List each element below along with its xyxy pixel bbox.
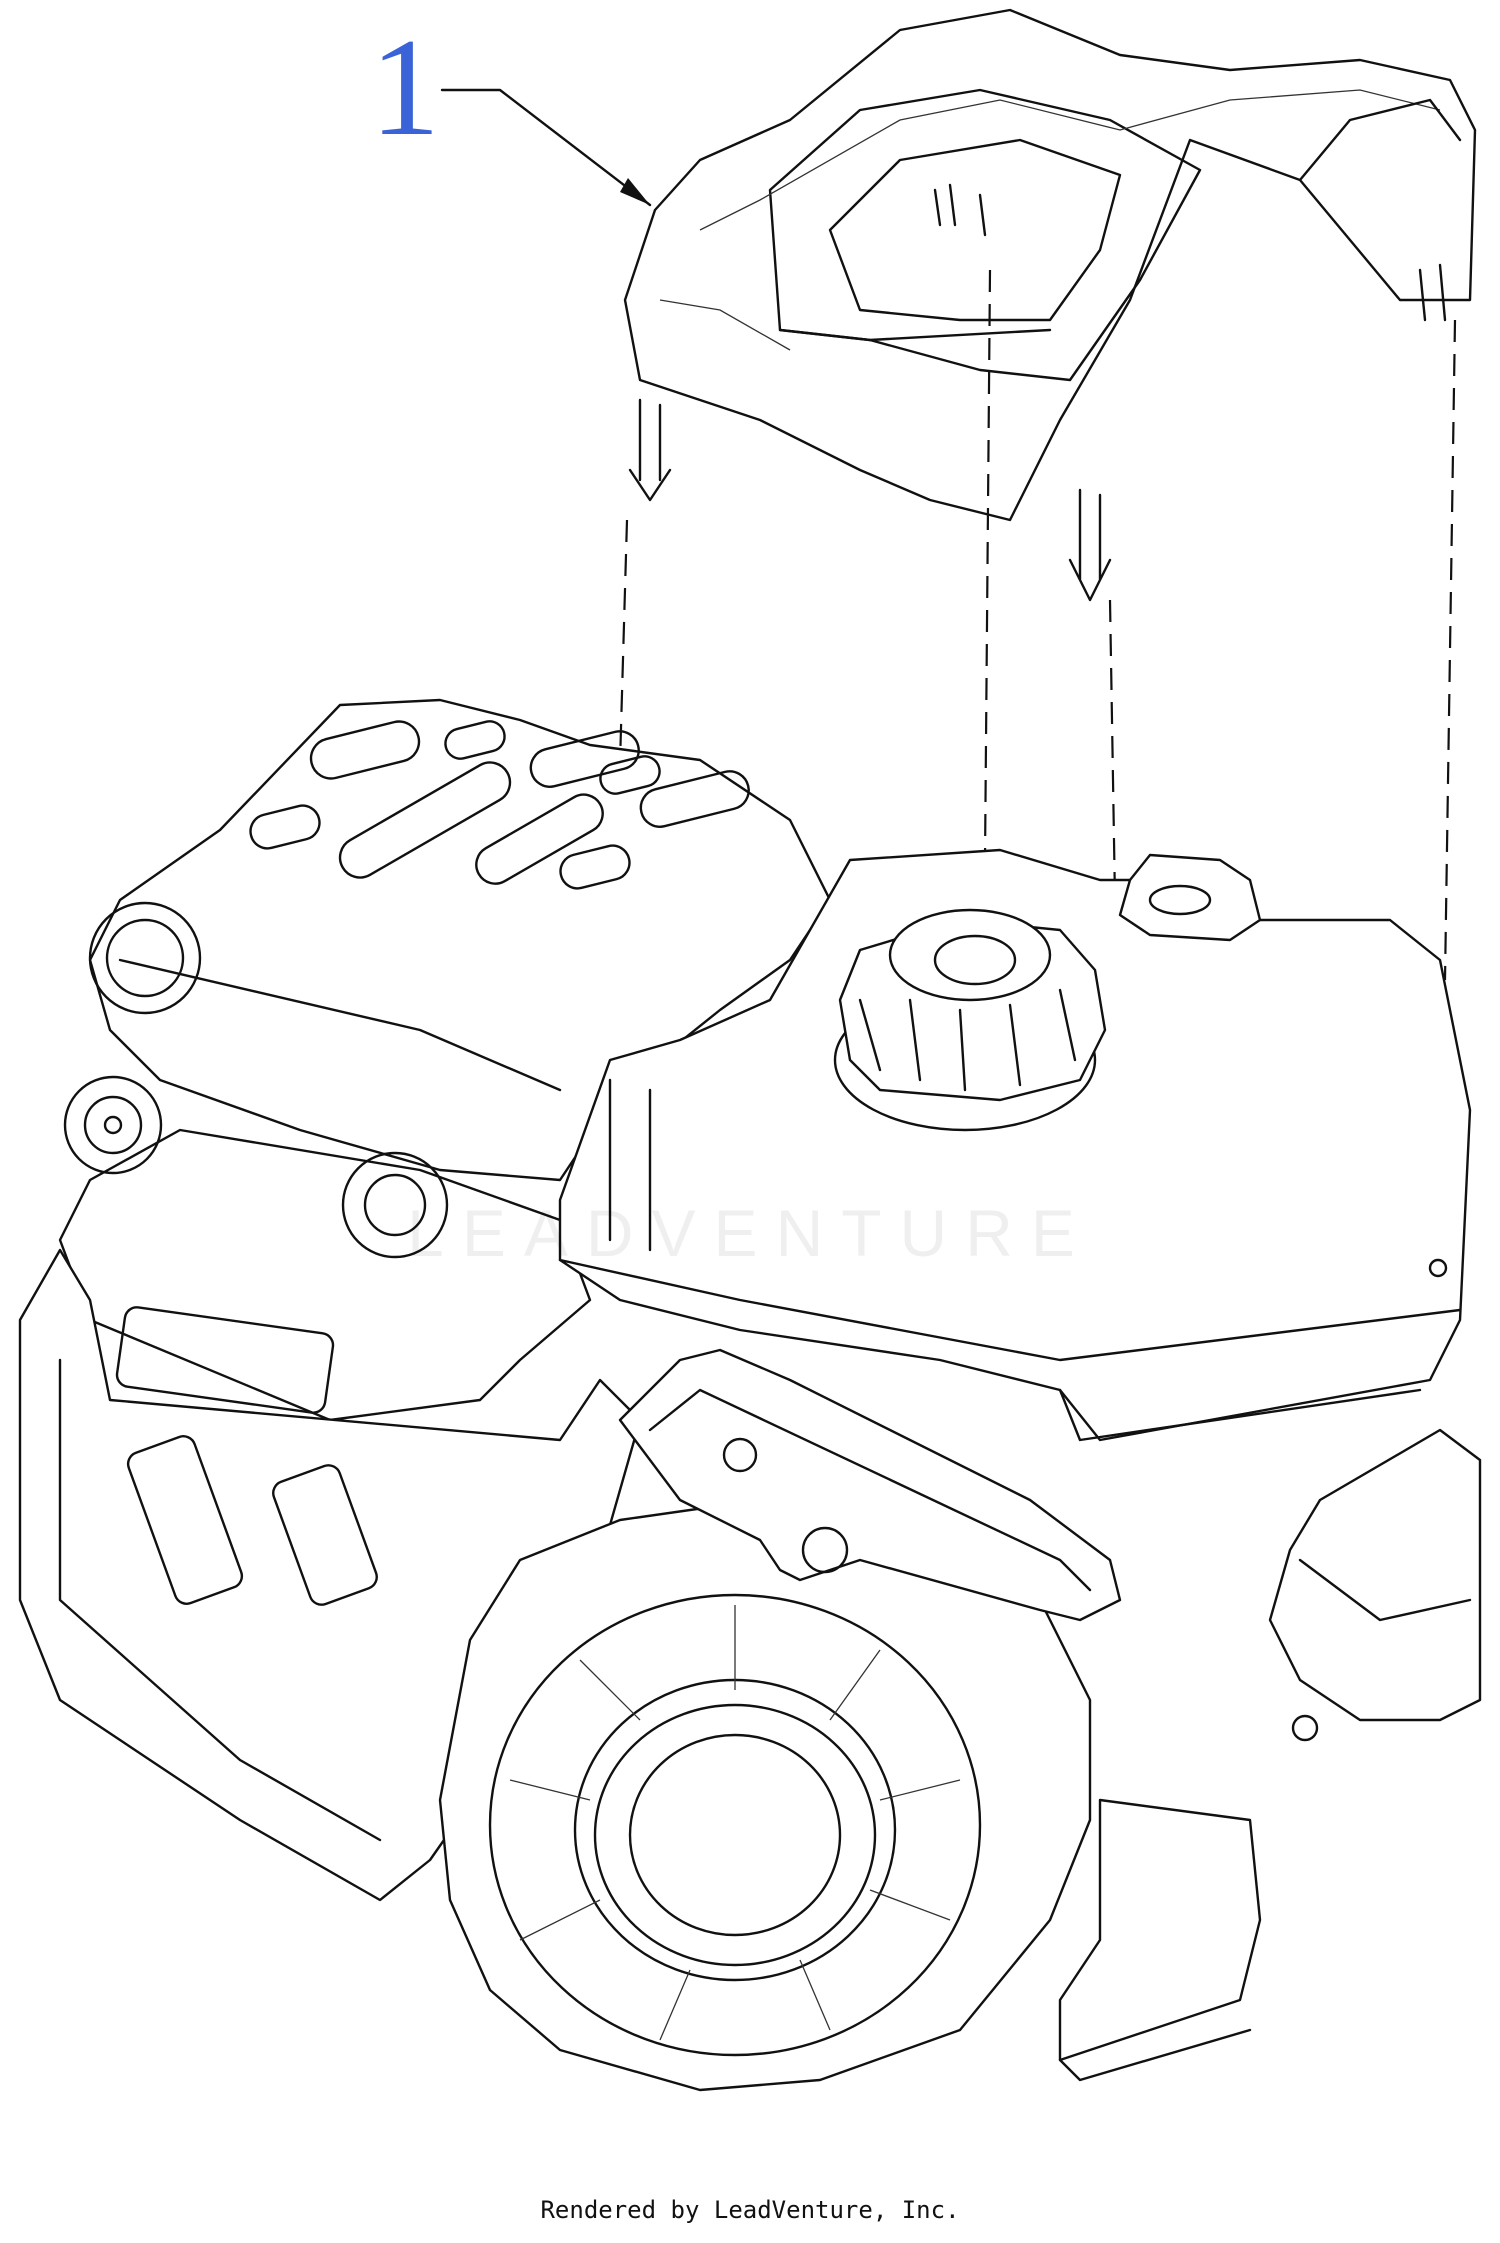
engine-body[interactable]	[18, 698, 1482, 2092]
pull-handle[interactable]	[618, 1348, 1122, 1622]
footer-credit: Rendered by LeadVenture, Inc.	[540, 2196, 960, 2224]
recoil-starter[interactable]	[438, 1498, 1092, 2092]
oil-cap[interactable]	[1118, 853, 1262, 942]
callout-1-leader	[440, 88, 652, 207]
filter-vents	[249, 720, 750, 890]
watermark: LEADVENTURE	[407, 1196, 1093, 1270]
callout-label-1[interactable]: 1	[370, 10, 440, 165]
top-cover-part[interactable]	[623, 8, 1477, 602]
fuel-cap[interactable]	[833, 908, 1107, 1132]
